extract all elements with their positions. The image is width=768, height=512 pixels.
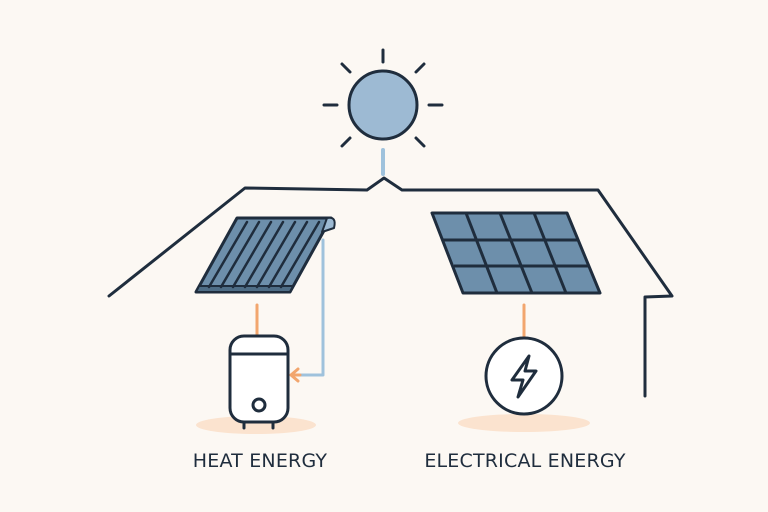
return-pipe <box>298 238 325 377</box>
collector-tubes <box>207 220 321 289</box>
sun-icon <box>322 48 444 148</box>
water-heater-tank-icon <box>228 334 290 430</box>
electrical-energy-label: ELECTRICAL ENERGY <box>424 450 626 472</box>
tank-glow <box>196 416 316 434</box>
inflow-arrow-icon <box>289 367 302 383</box>
sun-rays <box>322 48 444 148</box>
heat-energy-label: HEAT ENERGY <box>192 450 328 472</box>
solar-pv-panel-icon <box>430 211 602 295</box>
lightning-bolt-icon <box>484 336 564 416</box>
pv-cell-grid <box>443 212 589 294</box>
house-roof-outline <box>107 176 674 398</box>
solar-thermal-collector-icon <box>194 216 336 294</box>
electric-glow <box>458 414 590 432</box>
